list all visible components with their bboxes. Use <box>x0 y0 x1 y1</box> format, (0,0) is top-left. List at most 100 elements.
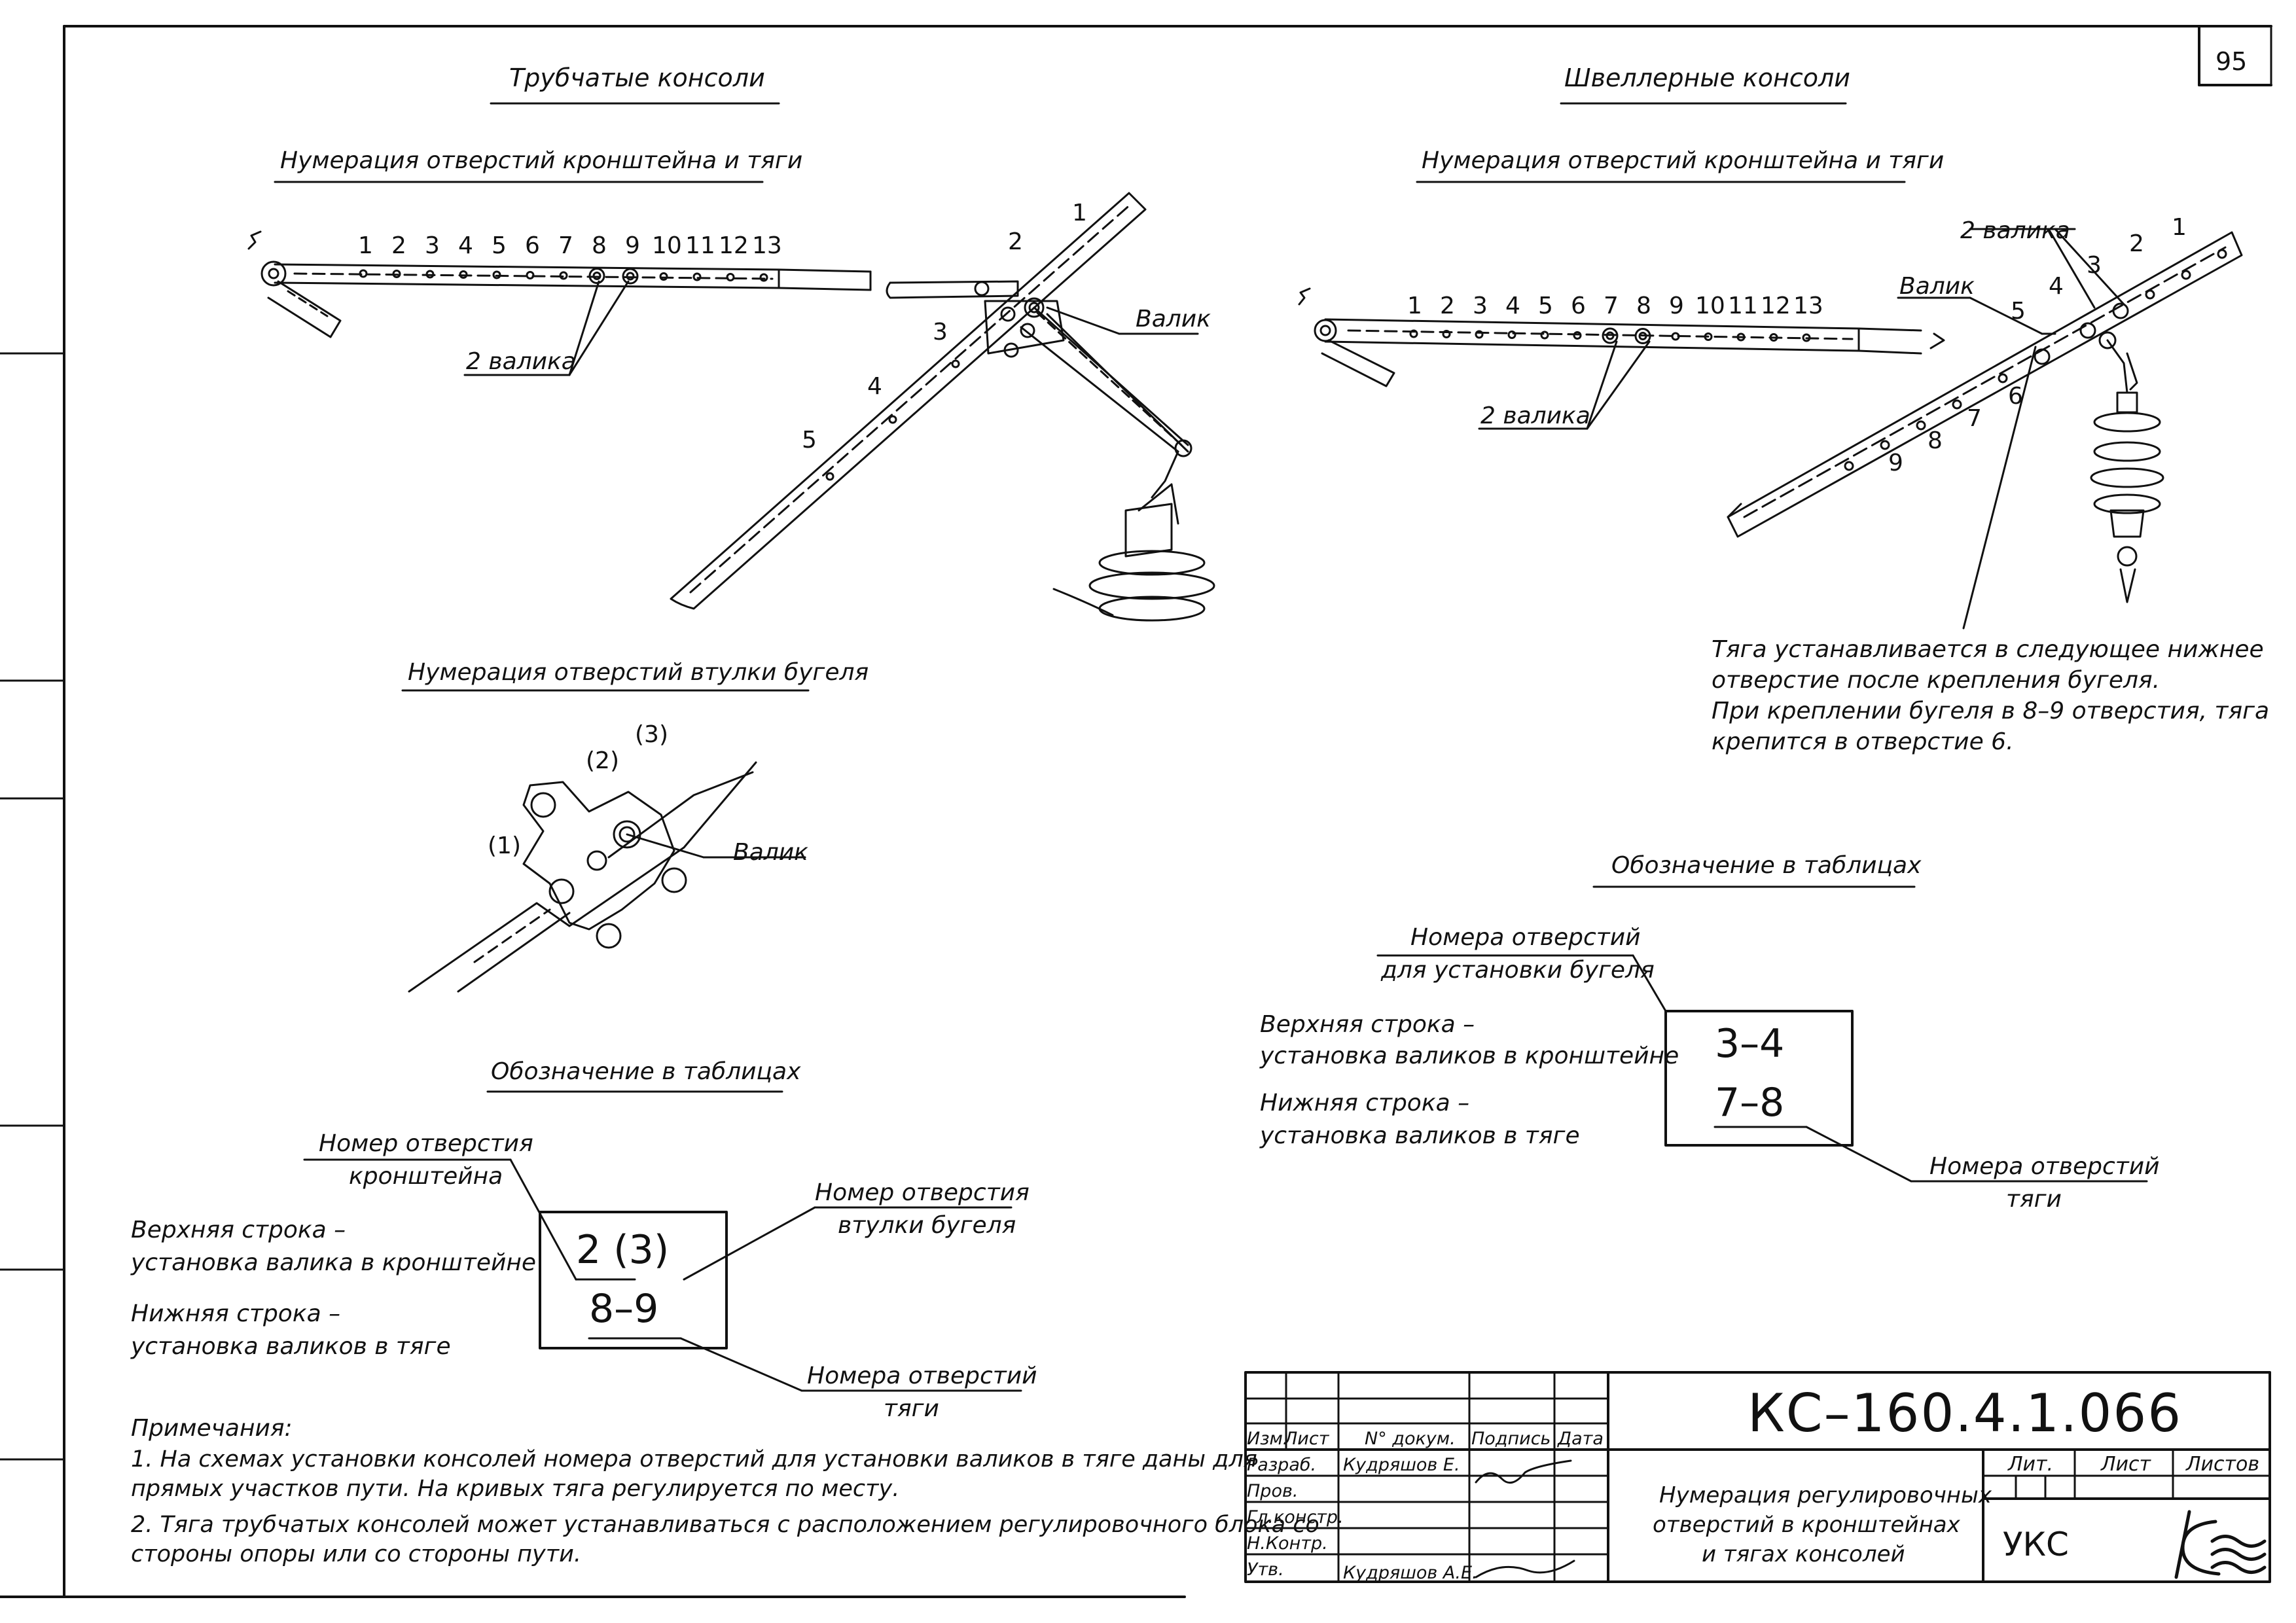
heading-underlines <box>274 102 1916 1093</box>
right-rod-number-8: 8 <box>1928 427 1943 454</box>
tubular-bracket-hole-12 <box>726 273 735 281</box>
right-roller-label: Валик <box>1899 273 1975 300</box>
tubular-bracket-hole-2 <box>392 270 401 278</box>
channel-bracket-hole-5 <box>1540 330 1549 340</box>
channel-bracket-hole-9 <box>1671 332 1680 341</box>
right-holes-subtitle: Нумерация отверстий кронштейна и тяги <box>1422 147 1945 174</box>
tubular-bracket-drawing <box>247 230 872 338</box>
sleeve-hole-2: (2) <box>586 747 619 774</box>
sleeve-hole-3: (3) <box>635 721 668 748</box>
signature-mark <box>1475 1459 1575 1578</box>
channel-cantilever-hole-3 <box>2145 289 2155 300</box>
channel-bracket-hole-number-1: 1 <box>1407 293 1422 319</box>
left-title: Трубчатые консоли <box>509 63 765 92</box>
left-callout-rod-holes-2: тяги <box>884 1395 939 1422</box>
tb-role-checked: Пров. <box>1247 1481 1299 1501</box>
org-logo-icon <box>2174 1510 2267 1579</box>
right-rod-number-3: 3 <box>2087 252 2102 279</box>
left-roller-label: Валик <box>1136 306 1211 332</box>
left-bottom-row-desc-1: Нижняя строка – <box>131 1300 341 1327</box>
sleeve-hole-1: (1) <box>488 832 521 859</box>
left-legend-title: Обозначение в таблицах <box>491 1058 801 1085</box>
channel-bracket-hole-number-3: 3 <box>1473 293 1488 319</box>
channel-bracket-hole-number-10: 10 <box>1695 293 1725 319</box>
channel-bracket-hole-number-6: 6 <box>1571 293 1586 319</box>
tubular-bracket-hole-9-roller <box>626 272 635 281</box>
tb-role-approved: Утв. <box>1247 1560 1284 1580</box>
two-rollers-leader-left <box>463 280 630 376</box>
insulator-right <box>2090 391 2164 603</box>
channel-bracket-hole-7-roller <box>1605 331 1615 340</box>
tubular-bracket-hole-number-8: 8 <box>592 232 607 259</box>
channel-bracket-hole-13 <box>1802 333 1811 342</box>
tb-header-sign: Подпись <box>1471 1429 1551 1449</box>
channel-bracket-hole-number-13: 13 <box>1793 293 1823 319</box>
right-legend-title: Обозначение в таблицах <box>1611 852 1922 879</box>
tb-name-developer: Кудряшов Е. <box>1343 1455 1460 1475</box>
channel-bracket-hole-number-4: 4 <box>1505 293 1520 319</box>
tb-sheet-label: Лист <box>2101 1453 2151 1476</box>
channel-bracket-hole-8-roller <box>1638 332 1647 340</box>
channel-cantilever-drawing <box>1727 228 2243 630</box>
tubular-bracket-hole-6 <box>526 271 535 279</box>
left-callout-rod-holes-1: Номера отверстий <box>807 1363 1037 1389</box>
tubular-bracket-hole-8-roller <box>592 272 601 280</box>
tb-role-developer: Разраб. <box>1247 1455 1317 1475</box>
channel-bracket-hole-4 <box>1507 330 1516 339</box>
tb-role-chief: Гл.констр. <box>1247 1507 1344 1527</box>
sleeve-drawing <box>408 761 806 993</box>
channel-bracket-hole-number-5: 5 <box>1538 293 1553 319</box>
right-top-row-desc-1: Верхняя строка – <box>1260 1011 1475 1038</box>
right-rod-number-4: 4 <box>2049 273 2064 300</box>
tubular-bracket-hole-number-11: 11 <box>685 232 715 259</box>
left-callout-bracket-hole-2: кронштейна <box>349 1163 503 1190</box>
right-rod-number-5: 5 <box>2011 298 2026 325</box>
right-rod-number-2: 2 <box>2129 230 2144 257</box>
channel-cantilever-hole-7 <box>1998 373 2008 383</box>
tubular-bracket-hole-number-12: 12 <box>719 232 749 259</box>
channel-bracket-hole-2 <box>1442 330 1451 338</box>
right-callout-sleeve-holes-1: Номера отверстий <box>1410 924 1641 951</box>
tb-header-izm: Изм. <box>1247 1429 1289 1449</box>
tb-header-date: Дата <box>1558 1429 1604 1449</box>
tubular-bracket-hole-8 <box>588 268 605 284</box>
sleeve-roller-label: Валик <box>733 839 808 866</box>
left-top-row-desc-1: Верхняя строка – <box>131 1217 346 1243</box>
notes-line-4: стороны опоры или со стороны пути. <box>131 1541 581 1567</box>
tubular-bracket-hole-number-5: 5 <box>492 232 507 259</box>
channel-cantilever-hole-1 <box>2217 249 2227 259</box>
page-number: 95 <box>2215 47 2248 76</box>
channel-bracket-hole-3 <box>1475 330 1484 339</box>
right-note-line-1: Тяга устанавливается в следующее нижнее <box>1712 636 2264 663</box>
channel-bracket-hole-number-11: 11 <box>1728 293 1758 319</box>
insulator-left <box>1052 503 1215 622</box>
right-box-top: 3–4 <box>1715 1021 1785 1067</box>
left-box-bottom: 8–9 <box>589 1286 659 1332</box>
tb-sheets-label: Листов <box>2186 1453 2260 1476</box>
tubular-bracket-hole-number-9: 9 <box>625 232 640 259</box>
channel-bracket-hole-number-12: 12 <box>1761 293 1791 319</box>
title-block-grid <box>1244 1371 2271 1583</box>
notes-line-2: прямых участков пути. На кривых тяга рег… <box>131 1476 900 1502</box>
tubular-bracket-hole-number-2: 2 <box>391 232 406 259</box>
tubular-bracket-hole-4 <box>459 270 468 279</box>
tb-lit-label: Лит. <box>2008 1453 2054 1476</box>
notes-heading: Примечания: <box>131 1415 293 1442</box>
tubular-bracket-hole-10 <box>659 272 668 281</box>
right-rod-number-1: 1 <box>2172 214 2187 241</box>
notes-line-3: 2. Тяга трубчатых консолей может устанав… <box>131 1512 1319 1538</box>
tb-name-approved: Кудряшов А.Е. <box>1343 1563 1478 1583</box>
channel-cantilever-hole-8 <box>1952 399 1962 410</box>
channel-cantilever-hole-6 <box>2034 348 2051 365</box>
sheet-frame <box>0 25 2272 1598</box>
channel-cantilever-hole-4 <box>2112 302 2129 319</box>
channel-bracket-hole-7 <box>1602 327 1619 344</box>
tubular-bracket-hole-number-13: 13 <box>752 232 782 259</box>
doc-code: КС–160.4.1.066 <box>1748 1383 2183 1444</box>
right-two-rollers-top-label: 2 валика <box>1960 217 2070 244</box>
left-rod-number-3: 3 <box>933 319 948 346</box>
tb-header-list: Лист <box>1284 1429 1329 1449</box>
right-callout-rod-holes-2: тяги <box>2006 1186 2062 1213</box>
tubular-bracket-hole-1 <box>359 269 368 278</box>
tubular-bracket-hole-number-4: 4 <box>458 232 473 259</box>
